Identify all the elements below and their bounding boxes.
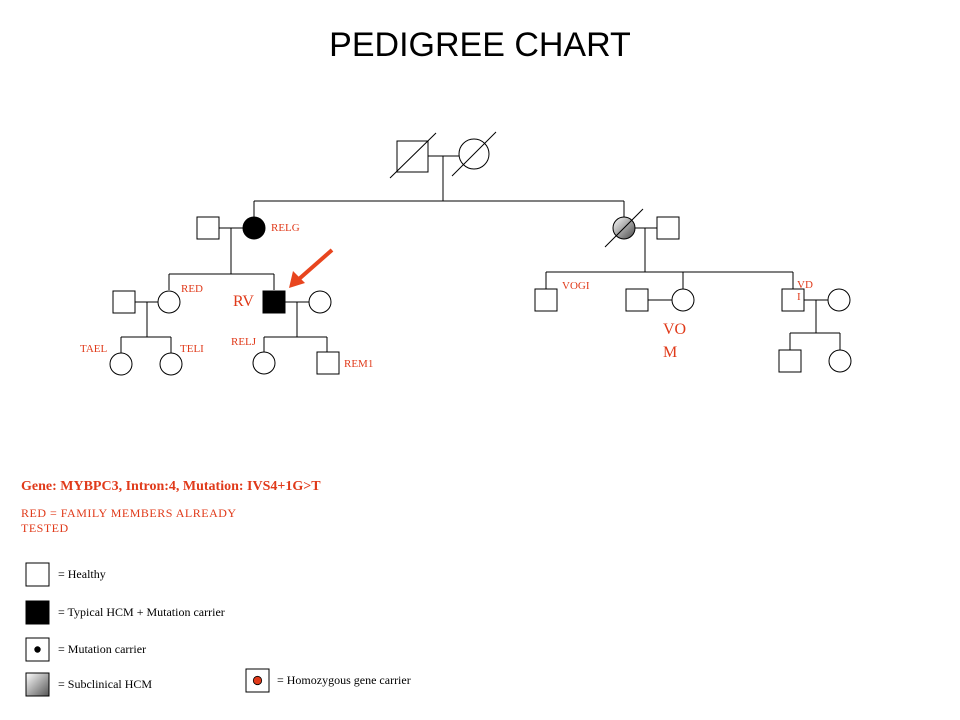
rem1-male	[316, 351, 340, 375]
label-vom-line1: VO	[663, 321, 686, 338]
legend-carrier-label: = Mutation carrier	[58, 642, 146, 656]
label-rv: RV	[233, 293, 254, 310]
generation-1	[253, 131, 625, 217]
deceased-slash	[604, 208, 644, 248]
label-vom-line2: M	[663, 344, 677, 361]
legend-note-line2: TESTED	[21, 521, 69, 535]
spouse-male-healthy	[625, 288, 649, 312]
label-tael: TAEL	[80, 343, 108, 355]
label-rem1: REM1	[344, 358, 373, 370]
spouse-male-healthy	[656, 216, 680, 240]
relj-female	[252, 351, 276, 375]
tael-female	[109, 352, 133, 376]
carrier-dot-icon	[34, 646, 41, 653]
label-red: RED	[181, 283, 203, 295]
label-vogi: VOGI	[562, 280, 590, 292]
legend-homozygous-label: = Homozygous gene carrier	[277, 673, 411, 687]
deceased-slash	[389, 132, 437, 179]
homozygous-dot-icon	[252, 675, 263, 686]
label-vdi-line1: VD	[797, 279, 813, 291]
teli-female	[159, 352, 183, 376]
rv-family: RV RELJ REM1	[231, 290, 373, 375]
spouse-male-healthy	[112, 290, 136, 314]
vom-female	[671, 288, 695, 312]
generation-2-right: VOGI VO M VD I	[534, 208, 852, 373]
child-female-healthy	[828, 349, 852, 373]
label-vdi-line2: I	[797, 291, 801, 303]
red-female	[157, 290, 181, 314]
child-male-healthy	[778, 349, 802, 373]
label-relg: RELG	[271, 222, 300, 234]
generation-2-left: RELG	[168, 216, 300, 290]
label-relj: RELJ	[231, 336, 257, 348]
rv-proband-affected-male	[262, 290, 286, 314]
spouse-male-healthy	[196, 216, 220, 240]
legend-typical-label: = Typical HCM + Mutation carrier	[58, 605, 225, 619]
vogi-male	[534, 288, 558, 312]
spouse-female-healthy	[308, 290, 332, 314]
legend-subclinical-label: = Subclinical HCM	[58, 677, 152, 691]
label-teli: TELI	[180, 343, 204, 355]
page-title: PEDIGREE CHART	[329, 26, 631, 64]
gene-mutation-info: Gene: MYBPC3, Intron:4, Mutation: IVS4+1…	[21, 479, 321, 494]
legend-note-line1: RED = FAMILY MEMBERS ALREADY	[21, 506, 237, 520]
vdi-male	[781, 288, 805, 312]
red-family: RED TAEL TELI	[80, 283, 204, 376]
proband-arrow-icon	[289, 248, 334, 288]
legend: = Healthy = Typical HCM + Mutation carri…	[25, 562, 411, 697]
spouse-female-healthy	[827, 288, 851, 312]
legend-typical-swatch	[25, 600, 50, 625]
deceased-slash	[451, 131, 497, 177]
legend-healthy-label: = Healthy	[58, 567, 106, 581]
legend-healthy-swatch	[25, 562, 50, 587]
relg-affected-female	[242, 216, 266, 240]
legend-subclinical-swatch	[25, 672, 50, 697]
